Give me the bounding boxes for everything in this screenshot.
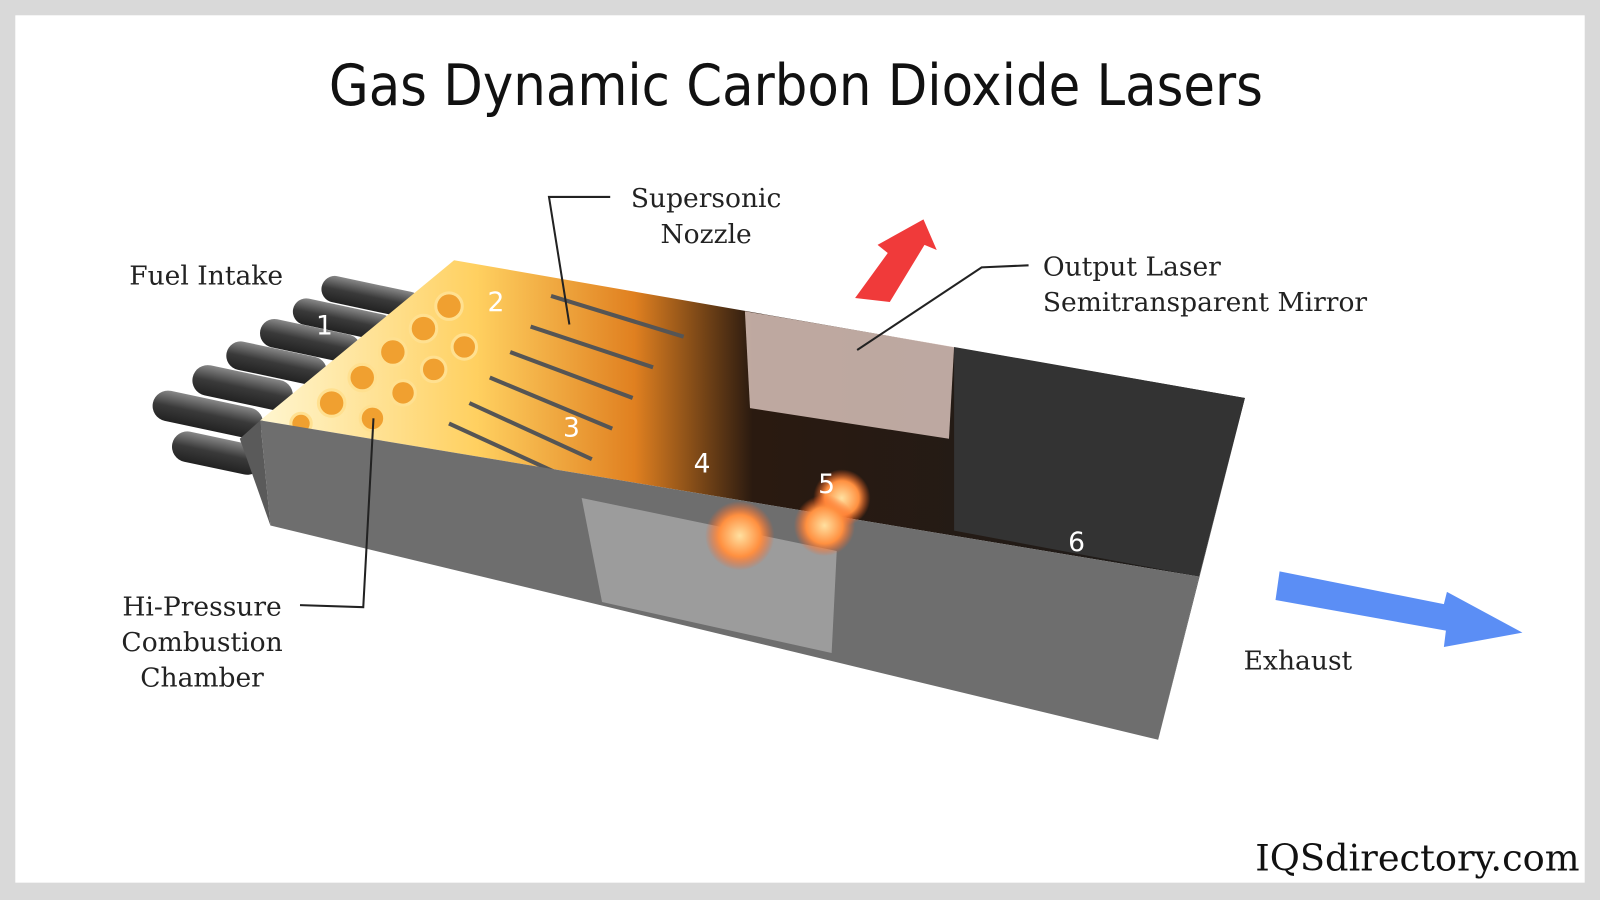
label-fuel-intake: Fuel Intake bbox=[129, 261, 283, 292]
label-supersonic-nozzle: Nozzle bbox=[660, 219, 751, 250]
chamber-right-interior bbox=[954, 346, 1245, 577]
stage-numbers: 1 2 3 4 5 6 bbox=[316, 287, 1085, 558]
stage-number: 4 bbox=[694, 448, 711, 479]
label-output-laser: Output Laser bbox=[1043, 252, 1221, 283]
stage-number: 3 bbox=[563, 413, 580, 444]
label-combustion-chamber: Hi-Pressure bbox=[122, 591, 281, 622]
stage-number: 5 bbox=[818, 469, 835, 500]
nozzle-vanes bbox=[448, 293, 685, 482]
mirror-leader-line bbox=[856, 264, 1029, 351]
fuel-intake-pipes bbox=[152, 275, 422, 475]
laser-chamber bbox=[239, 260, 1245, 740]
semitransparent-mirror bbox=[744, 311, 955, 439]
front-window bbox=[581, 497, 837, 654]
label-output-laser: Semitransparent Mirror bbox=[1043, 287, 1368, 318]
stage-number: 2 bbox=[487, 287, 504, 318]
output-laser-arrow-icon bbox=[855, 219, 937, 303]
exhaust-arrow-icon bbox=[1275, 571, 1523, 647]
label-combustion-chamber: Chamber bbox=[140, 663, 264, 694]
label-exhaust: Exhaust bbox=[1244, 645, 1353, 676]
nozzle-leader-line bbox=[547, 195, 611, 325]
stage-number: 6 bbox=[1068, 527, 1085, 558]
chamber-leader-line bbox=[299, 418, 375, 609]
brand-watermark: IQSdirectory.com bbox=[1255, 836, 1579, 879]
diagram-title: Gas Dynamic Carbon Dioxide Lasers bbox=[329, 53, 1263, 119]
stage-number: 1 bbox=[316, 311, 333, 342]
label-combustion-chamber: Combustion bbox=[121, 627, 282, 658]
label-supersonic-nozzle: Supersonic bbox=[631, 183, 782, 214]
